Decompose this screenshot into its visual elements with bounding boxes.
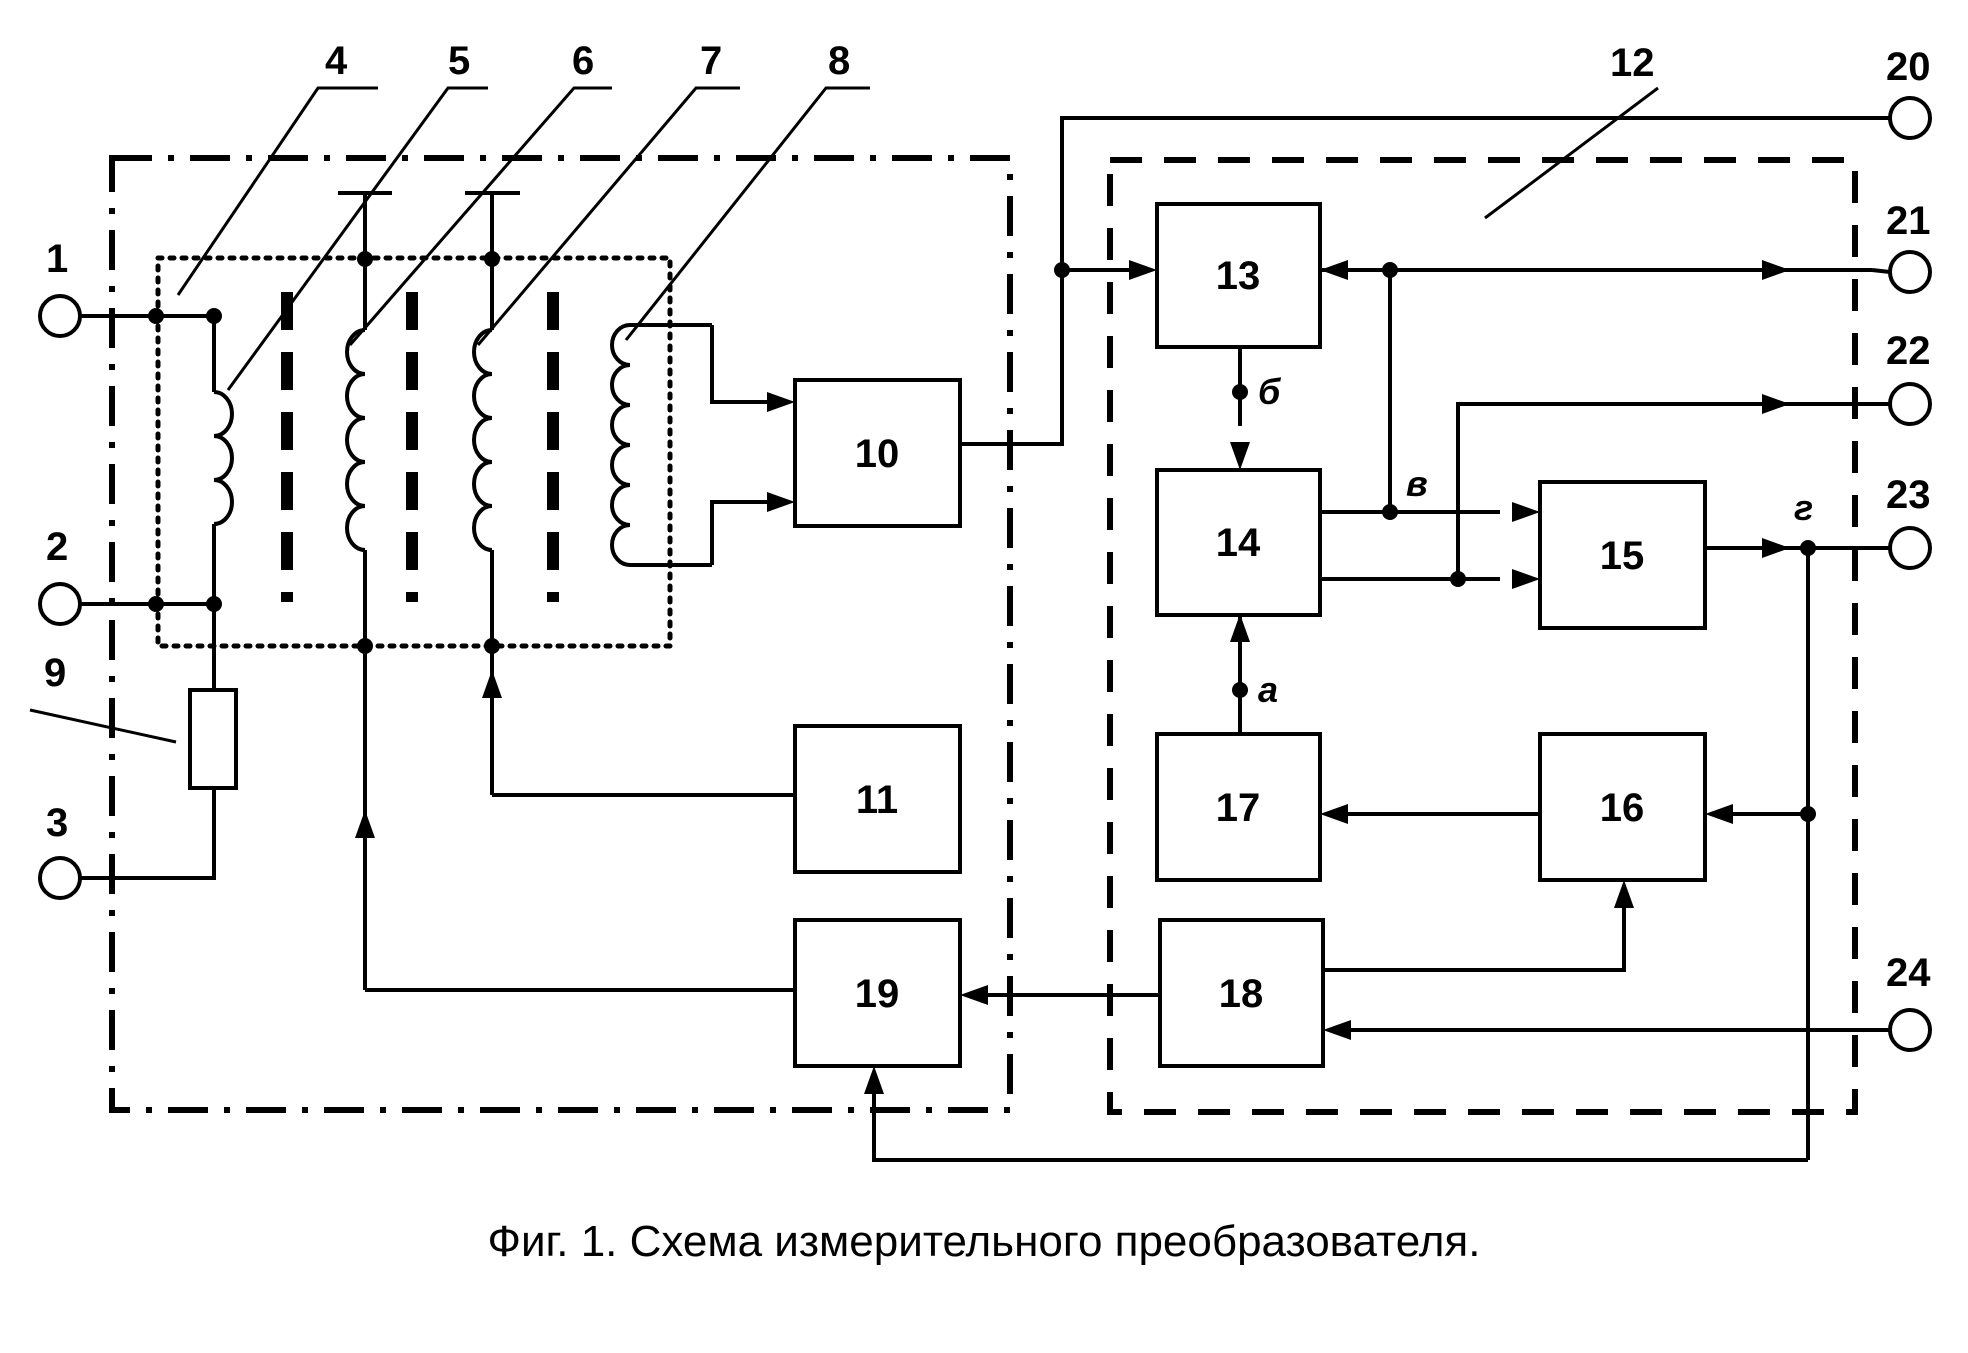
terminal-24-label: 24 (1886, 951, 1931, 995)
block-10-label: 10 (855, 432, 900, 476)
magnetic-core-bars (287, 292, 553, 602)
block-16-label: 16 (1600, 786, 1645, 830)
terminal-20 (1890, 98, 1930, 138)
functional-blocks (795, 204, 1705, 1066)
terminal-22-label: 22 (1886, 329, 1931, 373)
node-letter-b: б (1258, 371, 1282, 412)
terminal-20-label: 20 (1886, 45, 1931, 89)
terminal-3-label: 3 (46, 801, 68, 845)
terminal-2 (40, 584, 80, 624)
figure-caption: Фиг. 1. Схема измерительного преобразова… (488, 1217, 1481, 1266)
callout-6-label: 6 (572, 39, 594, 83)
block-17-label: 17 (1216, 786, 1261, 830)
block-13-label: 13 (1216, 254, 1261, 298)
terminal-1 (40, 296, 80, 336)
callout-8-label: 8 (828, 39, 850, 83)
terminal-23-label: 23 (1886, 473, 1931, 517)
terminal-24 (1890, 1010, 1930, 1050)
block-11-label: 11 (856, 778, 898, 822)
terminal-21-label: 21 (1886, 199, 1931, 243)
callout-12-label: 12 (1610, 41, 1655, 85)
unit-12-wiring (874, 270, 1890, 1160)
terminal-21 (1890, 252, 1930, 292)
node-letter-v: в (1406, 463, 1428, 504)
node-letter-g: г (1794, 487, 1813, 528)
callout-7-label: 7 (700, 39, 722, 83)
winding-7 (465, 193, 795, 795)
block-15-label: 15 (1600, 534, 1645, 578)
winding-8 (612, 325, 770, 565)
terminal-3 (40, 858, 80, 898)
terminal-1-label: 1 (46, 237, 68, 281)
callout-5-label: 5 (448, 39, 470, 83)
terminal-22 (1890, 384, 1930, 424)
resistor-9 (190, 690, 236, 788)
terminal-23 (1890, 528, 1930, 568)
callout-9-label: 9 (44, 651, 66, 695)
callout-4-label: 4 (325, 39, 348, 83)
block-18-label: 18 (1219, 972, 1264, 1016)
node-letter-a: а (1258, 669, 1278, 710)
terminal-2-label: 2 (46, 525, 68, 569)
wire-10-to-13 (960, 118, 1890, 444)
block-14-label: 14 (1216, 521, 1261, 565)
block-19-label: 19 (855, 972, 900, 1016)
